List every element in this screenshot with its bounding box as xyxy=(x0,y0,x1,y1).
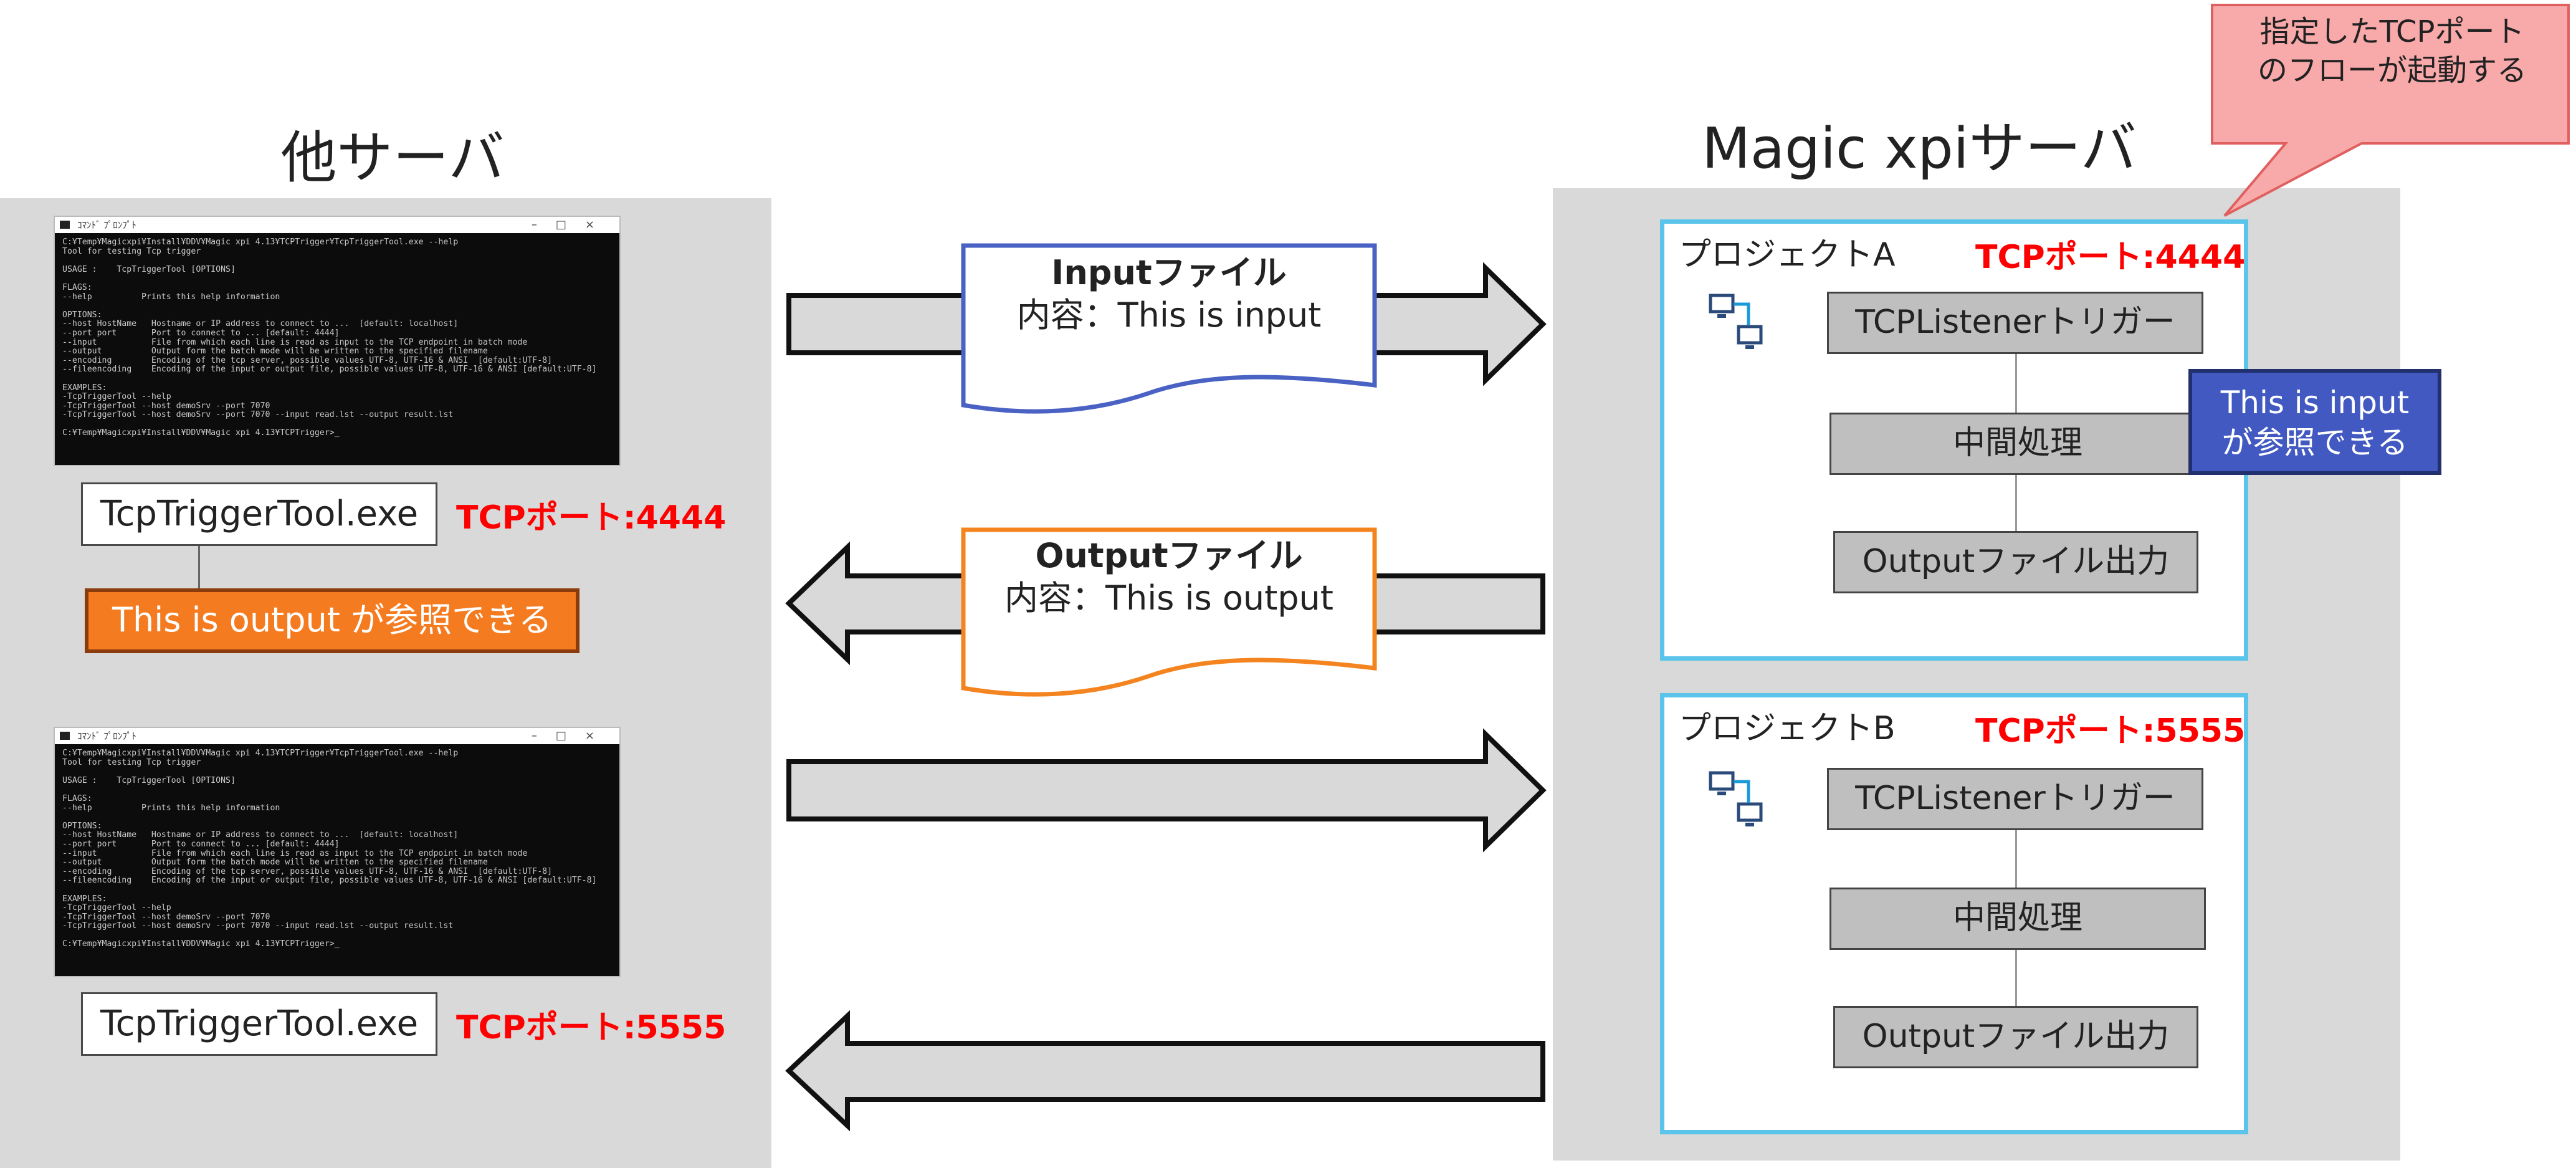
terminal-titlebar: ｺﾏﾝﾄﾞ ﾌﾟﾛﾝﾌﾟﾄ–□× xyxy=(55,728,619,744)
input-document-shape xyxy=(961,243,1377,414)
output-document-shape xyxy=(961,527,1377,697)
project-b-name: プロジェクトB xyxy=(1679,710,1896,747)
network-icon xyxy=(1709,771,1763,826)
output-file-step-a: Outputファイル出力 xyxy=(1833,531,2198,593)
exe-label-1: TcpTriggerTool.exe xyxy=(81,482,437,546)
terminal-titlebar: ｺﾏﾝﾄﾞ ﾌﾟﾛﾝﾌﾟﾄ–□× xyxy=(55,217,619,233)
intermediate-process-b: 中間処理 xyxy=(1829,888,2206,950)
arrow-right-2 xyxy=(786,728,1547,853)
callout-text: 指定したTCPポート のフローが起動する xyxy=(2257,14,2527,88)
left-server-title: 他サーバ xyxy=(280,125,505,191)
network-icon xyxy=(1709,294,1763,349)
project-b-port: TCPポート:5555 xyxy=(1975,712,2246,750)
client-port-1: TCPポート:4444 xyxy=(456,499,727,537)
input-document-text: Inputファイル 内容：This is input xyxy=(1016,253,1322,335)
terminal-output: C:¥Temp¥Magicxpi¥Install¥DDV¥Magic xpi 4… xyxy=(62,237,597,438)
window-controls[interactable]: –□× xyxy=(531,218,613,231)
output-reference-box: This is output が参照できる xyxy=(85,588,580,653)
terminal-window-2: ｺﾏﾝﾄﾞ ﾌﾟﾛﾝﾌﾟﾄ–□× C:¥Temp¥Magicxpi¥Instal… xyxy=(54,727,621,977)
output-document-text: Outputファイル 内容：This is output xyxy=(1004,536,1333,618)
project-a-name: プロジェクトA xyxy=(1679,236,1896,274)
tcp-listener-trigger-b: TCPListenerトリガー xyxy=(1827,768,2203,830)
window-controls[interactable]: –□× xyxy=(531,729,613,742)
callout-shape xyxy=(2211,4,2570,217)
terminal-output: C:¥Temp¥Magicxpi¥Install¥DDV¥Magic xpi 4… xyxy=(62,749,597,949)
tcp-listener-trigger-a: TCPListenerトリガー xyxy=(1827,292,2203,354)
terminal-screen: C:¥Temp¥Magicxpi¥Install¥DDV¥Magic xpi 4… xyxy=(55,744,619,976)
terminal-icon xyxy=(60,221,70,229)
arrow-left-2 xyxy=(785,1010,1545,1132)
client-port-2: TCPポート:5555 xyxy=(456,1009,727,1046)
output-file-step-b: Outputファイル出力 xyxy=(1833,1006,2198,1068)
input-reference-box: This is input が参照できる xyxy=(2188,369,2441,475)
terminal-icon xyxy=(60,732,70,740)
intermediate-process-a: 中間処理 xyxy=(1829,413,2206,475)
terminal-window-1: ｺﾏﾝﾄﾞ ﾌﾟﾛﾝﾌﾟﾄ–□× C:¥Temp¥Magicxpi¥Instal… xyxy=(54,216,621,466)
right-server-title: Magic xpiサーバ xyxy=(1702,116,2137,181)
exe-label-2: TcpTriggerTool.exe xyxy=(81,992,437,1056)
client-connector xyxy=(198,546,200,591)
project-a-port: TCPポート:4444 xyxy=(1975,239,2246,276)
terminal-screen: C:¥Temp¥Magicxpi¥Install¥DDV¥Magic xpi 4… xyxy=(55,233,619,465)
